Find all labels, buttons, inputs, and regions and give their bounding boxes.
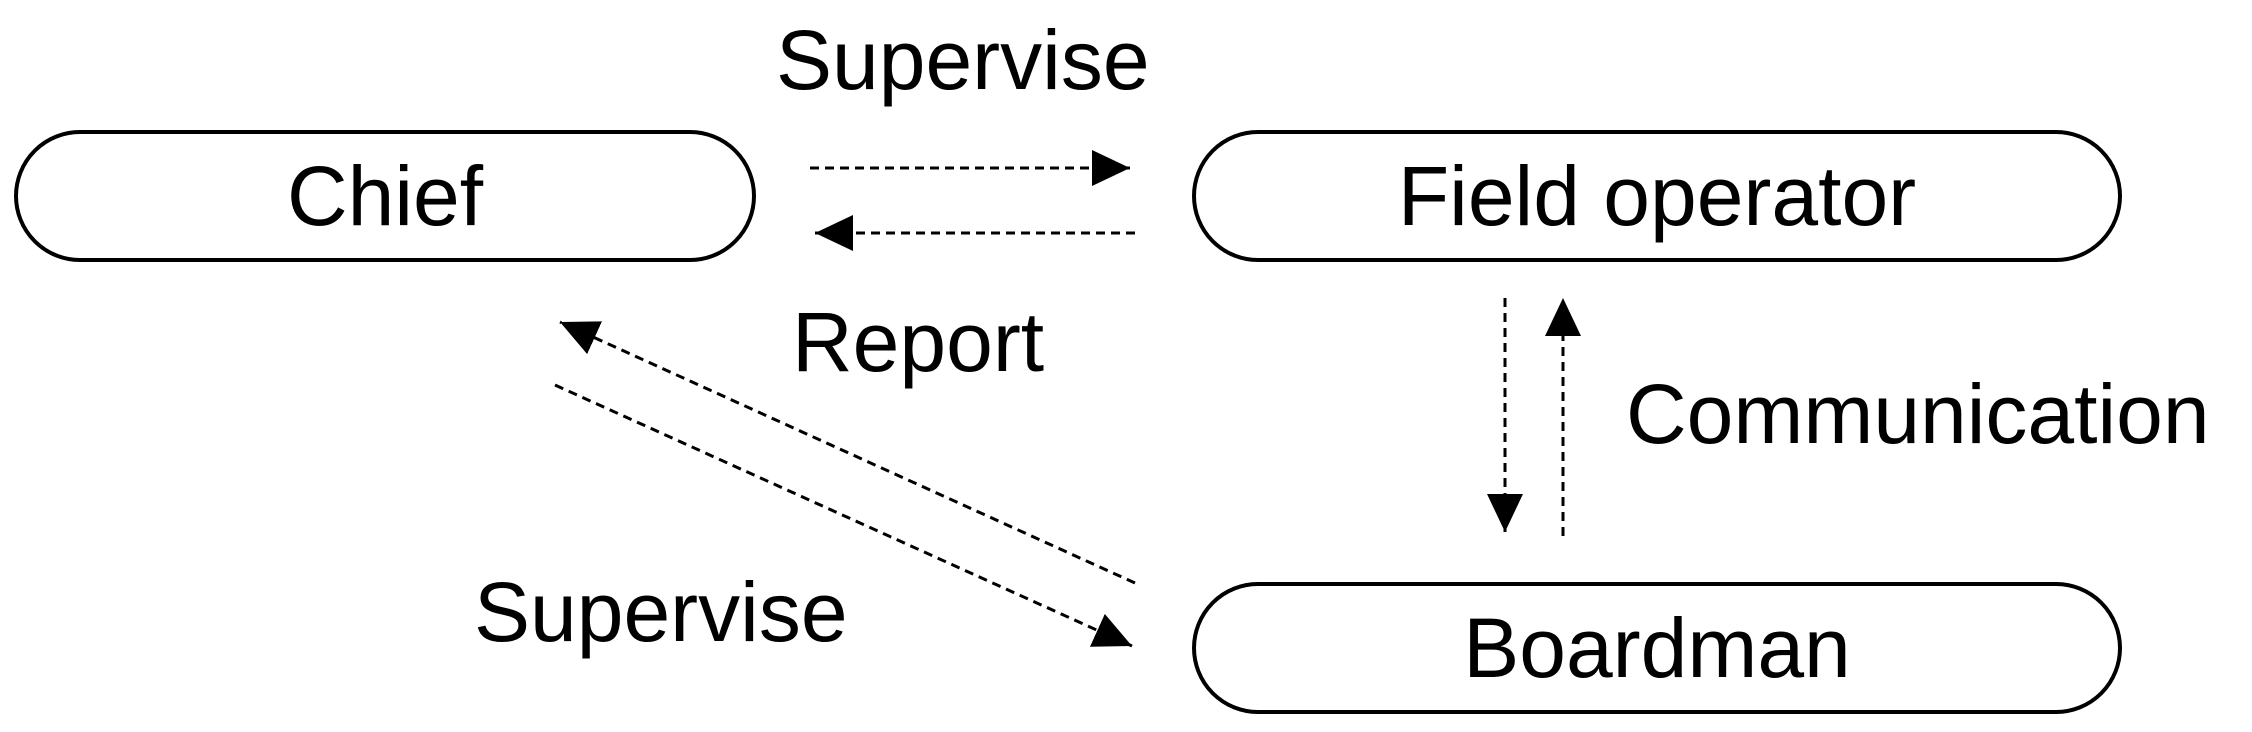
field-operator-node: Field operator — [1192, 130, 2122, 262]
chief-label: Chief — [286, 149, 484, 243]
supervise-top-label: Supervise — [776, 13, 1150, 107]
supervise-bottom-label: Supervise — [474, 565, 848, 659]
communication-label: Communication — [1626, 367, 2210, 461]
boardman-label: Boardman — [1463, 601, 1851, 695]
field-operator-label: Field operator — [1397, 149, 1917, 243]
boardman-to-chief-arrow — [559, 320, 1136, 585]
boardman-node: Boardman — [1192, 582, 2122, 714]
chief-node: Chief — [14, 130, 756, 262]
report-label: Report — [792, 295, 1045, 389]
chief-to-boardman-arrow — [554, 383, 1133, 648]
